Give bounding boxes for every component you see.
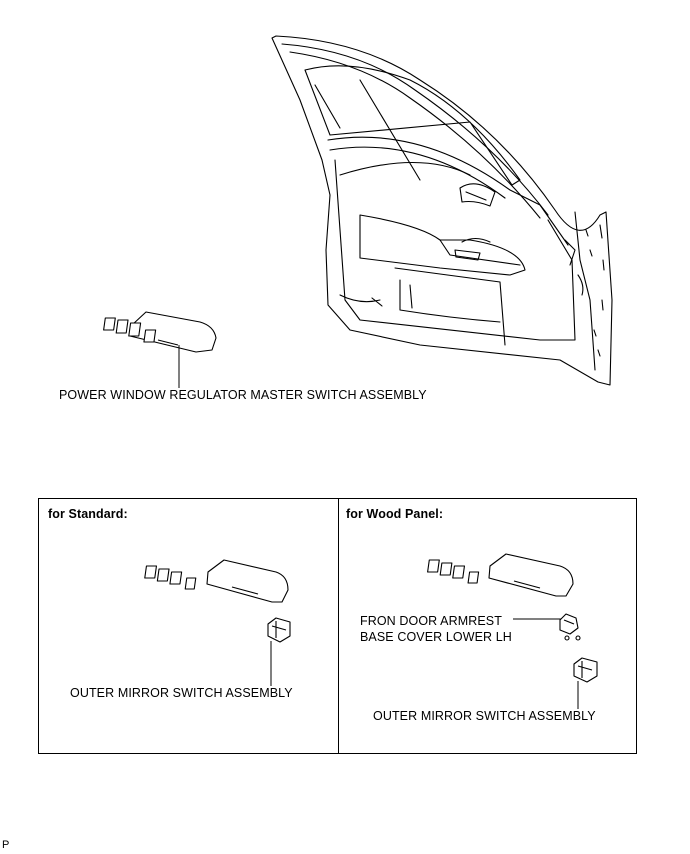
standard-heading: for Standard: [48, 507, 128, 521]
wood-mirror-switch-label: OUTER MIRROR SWITCH ASSEMBLY [373, 709, 596, 723]
armrest-cover-label-line2: BASE COVER LOWER LH [360, 630, 512, 644]
corner-code: P [2, 839, 10, 851]
armrest-cover-label-line1: FRON DOOR ARMREST [360, 614, 502, 628]
standard-mirror-switch-label: OUTER MIRROR SWITCH ASSEMBLY [70, 686, 293, 700]
master-switch-label: POWER WINDOW REGULATOR MASTER SWITCH ASS… [59, 388, 427, 402]
wood-heading: for Wood Panel: [346, 507, 444, 521]
wood-panel: for Wood Panel: [338, 498, 637, 754]
